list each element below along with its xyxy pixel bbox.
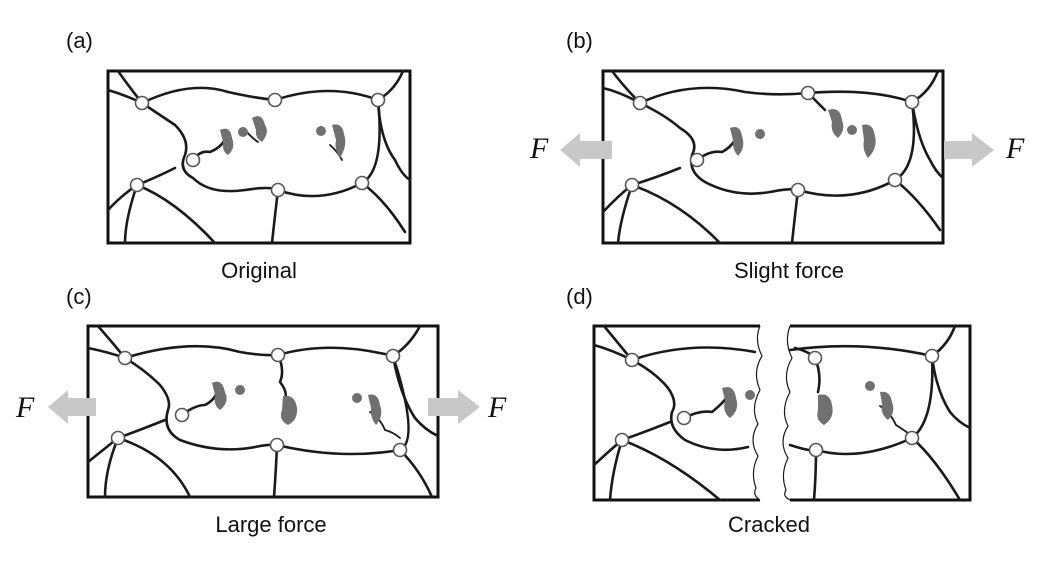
panel-a: (a) Or [66,28,412,283]
panel-d: (d) [566,284,972,537]
panel-d-network [592,324,972,502]
force-label-c-right: F [487,391,507,424]
panel-d-left-frame [592,324,760,502]
panel-b-network [601,69,945,245]
panel-b-caption: Slight force [734,258,844,283]
panel-d-right-frame [790,324,972,502]
force-label-b-right: F [1005,132,1025,165]
left-force-arrow-c [48,390,96,424]
panel-b: (b) [529,28,1025,283]
force-label-c-left: F [15,391,35,424]
crack-left-edge [752,325,763,501]
right-force-arrow-c [428,390,480,424]
panel-c-caption: Large force [215,512,326,537]
panel-a-network [106,69,412,245]
panel-c-network [86,324,440,499]
panel-a-frame [106,69,412,245]
panel-d-letter: (d) [566,284,593,309]
panel-d-caption: Cracked [728,512,810,537]
panel-c-frame [86,324,440,499]
force-label-b-left: F [529,132,549,165]
panel-c: (c) [15,284,507,537]
panel-b-letter: (b) [566,28,593,53]
panel-a-letter: (a) [66,28,93,53]
panel-c-letter: (c) [66,284,92,309]
right-force-arrow-b [944,133,994,167]
left-force-arrow-b [560,133,612,167]
panel-a-caption: Original [221,258,297,283]
crack-right-edge [782,325,793,501]
